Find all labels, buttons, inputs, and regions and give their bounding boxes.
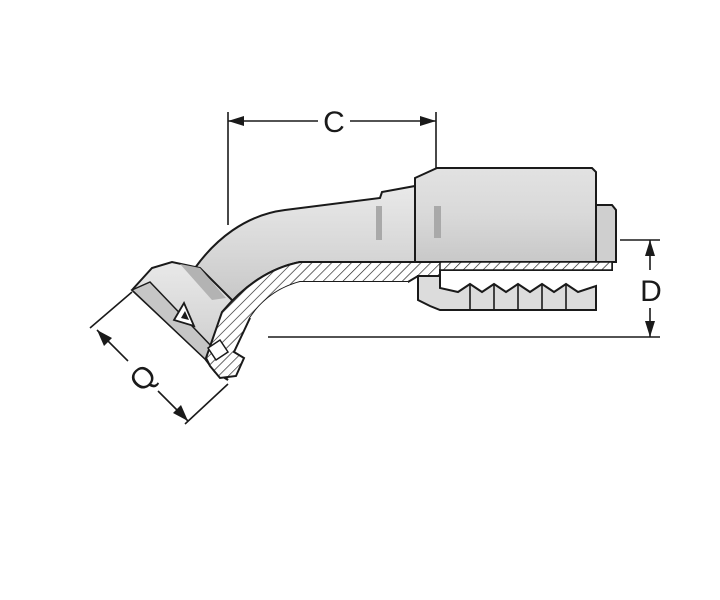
inner-bore [250,282,410,322]
dimension-q [89,291,229,425]
fitting-body [130,167,617,381]
ferrule-step [595,204,617,263]
triangle-logo-icon [172,301,196,328]
seal-groove [206,338,230,362]
dimension-d-label: D [640,275,662,308]
flange-shadow [180,264,226,300]
ferrule-teeth [439,261,613,271]
dimension-c-label: C [323,106,345,139]
dimension-d [268,239,660,338]
ferrule-band [434,206,441,238]
section-cutaway [204,261,613,380]
ferrule-sleeve [414,167,597,263]
dimension-q-label: Q [123,358,163,398]
tube-band [376,206,382,240]
hose-serrations [417,275,597,311]
dimension-c [227,112,437,225]
serration-grooves [469,284,567,310]
